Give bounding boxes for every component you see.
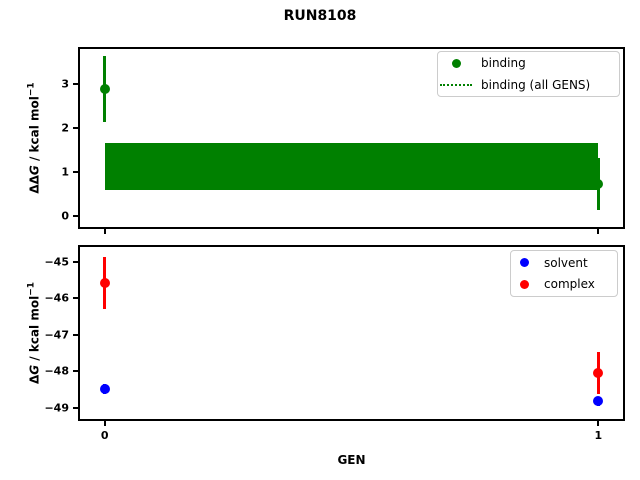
complex-dot-icon [519, 279, 529, 289]
ylabel-dg: ΔG / kcal mol−1 [27, 282, 42, 384]
xlabel-gen: GEN [337, 453, 366, 467]
legend-label-binding-all-gens: binding (all GENS) [481, 77, 591, 92]
ylabel-sup: −1 [26, 281, 37, 296]
xtick-mark [597, 229, 600, 234]
ytick-mark [73, 171, 78, 174]
ylabel-units: / kcal mol [27, 295, 42, 365]
xtick-label: 0 [100, 429, 109, 442]
ylabel-delta: ΔΔ [27, 175, 42, 194]
ytick-label: −46 [44, 291, 69, 305]
axes-bottom-dg: ΔG / kcal mol−1 GEN solvent complex −45−… [27, 245, 625, 467]
legend-label-binding: binding [481, 56, 526, 71]
legend-item-binding: binding [438, 53, 619, 73]
ytick-mark [73, 333, 78, 336]
legend-item-binding-all-gens: binding (all GENS) [438, 75, 619, 95]
confidence-band-binding-all-gens- [104, 143, 599, 190]
solvent-dot-icon [519, 258, 529, 268]
ytick-mark [73, 407, 78, 410]
xtick-mark [597, 421, 600, 426]
ytick-label: −47 [44, 328, 69, 342]
legend-solvent-complex: solvent complex [510, 250, 618, 297]
ytick-label: −49 [44, 401, 69, 415]
data-point-complex [593, 368, 604, 379]
legend-item-solvent: solvent [511, 253, 617, 273]
binding-dot-icon [451, 58, 461, 68]
ytick-label: 3 [61, 77, 69, 91]
figure-title: RUN8108 [283, 8, 357, 24]
data-point-solvent [593, 396, 604, 407]
legend-marker-cell [438, 58, 474, 68]
legend-item-complex: complex [511, 274, 617, 294]
ytick-mark [73, 297, 78, 300]
ytick-mark [73, 215, 78, 217]
ylabel-delta: Δ [27, 374, 42, 385]
legend-binding: binding binding (all GENS) [437, 51, 620, 97]
binding-all-gens-dotted-line-icon [440, 83, 472, 86]
ytick-label: −45 [44, 255, 69, 269]
ylabel-sup: −1 [26, 82, 37, 97]
ytick-label: 0 [61, 209, 69, 223]
ytick-mark [73, 260, 78, 263]
ytick-label: 1 [61, 165, 69, 179]
ylabel-var: G [27, 165, 42, 176]
ylabel-units: / kcal mol [27, 96, 42, 166]
ytick-mark [73, 127, 78, 130]
ylabel-ddg: ΔΔG / kcal mol−1 [27, 82, 42, 193]
xtick-label: 1 [594, 429, 603, 442]
ytick-label: −48 [44, 364, 69, 378]
legend-label-complex: complex [544, 277, 595, 292]
xtick-mark [103, 421, 106, 426]
xtick-mark [103, 229, 106, 234]
data-point-complex [99, 277, 110, 288]
legend-marker-cell [511, 279, 537, 289]
ytick-mark [73, 83, 78, 86]
ytick-mark [73, 370, 78, 373]
legend-marker-cell [438, 83, 474, 86]
legend-label-solvent: solvent [544, 255, 588, 270]
data-point-solvent [99, 383, 110, 394]
data-point-binding [593, 178, 604, 189]
legend-marker-cell [511, 258, 537, 268]
data-point-binding [99, 83, 110, 94]
ytick-label: 2 [61, 121, 69, 135]
ylabel-var: G [27, 364, 42, 375]
axes-top-ddg: ΔΔG / kcal mol−1 binding binding (all GE… [27, 47, 625, 234]
